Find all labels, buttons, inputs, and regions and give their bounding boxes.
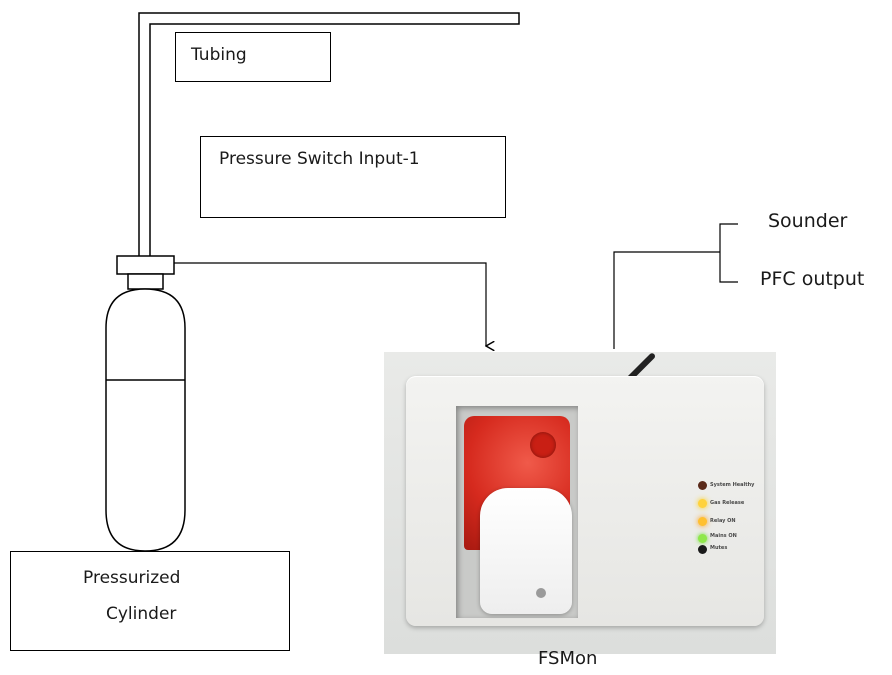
status-led-relay-on — [698, 517, 707, 526]
device-enclosure: System Healthy Gas Release Relay ON Main… — [406, 376, 764, 626]
status-led-system-healthy — [698, 481, 707, 490]
cylinder-label-box: Pressurized Cylinder — [10, 551, 290, 651]
flasher-knob — [530, 432, 556, 458]
output-wire — [613, 251, 720, 349]
sounder-label: Sounder — [768, 210, 848, 232]
sounder-cover — [480, 488, 572, 614]
led-caption: Gas Release — [710, 500, 745, 506]
cylinder-label-line1: Pressurized — [83, 568, 181, 588]
pfc-output-label: PFC output — [760, 268, 865, 290]
pressure-switch-label-box: Pressure Switch Input-1 — [200, 136, 506, 218]
device-name-label: FSMon — [538, 648, 598, 669]
pressurized-cylinder — [105, 255, 186, 552]
tubing-label-box: Tubing — [175, 32, 331, 82]
led-caption: System Healthy — [710, 482, 755, 488]
tubing-pipe — [138, 12, 520, 256]
led-caption: Relay ON — [710, 518, 736, 524]
led-caption: Mains ON — [710, 533, 737, 539]
led-caption: Mutes — [710, 545, 728, 551]
status-led-mutes — [698, 545, 707, 554]
pressure-switch-wire — [174, 262, 486, 346]
status-led-mains-on — [698, 534, 707, 543]
pressure-switch-label: Pressure Switch Input-1 — [219, 149, 420, 169]
cylinder-label-line2: Cylinder — [106, 604, 177, 624]
sounder-cover-hole — [536, 588, 546, 598]
fsmon-device-photo: System Healthy Gas Release Relay ON Main… — [384, 352, 776, 654]
output-fork — [719, 223, 738, 283]
status-led-gas-release — [698, 499, 707, 508]
tubing-label: Tubing — [191, 45, 247, 65]
